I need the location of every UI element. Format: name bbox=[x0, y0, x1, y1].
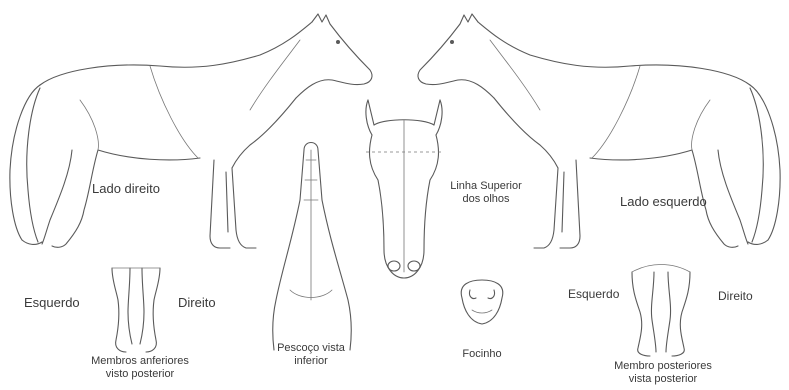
front-legs-posterior-drawing bbox=[112, 268, 160, 352]
muzzle-drawing bbox=[461, 280, 503, 324]
label-eye-line-2: dos olhos bbox=[438, 194, 534, 205]
label-front-left: Esquerdo bbox=[24, 296, 80, 309]
label-front-legs-1: Membros anferiores bbox=[70, 356, 210, 367]
horse-left-side-drawing bbox=[418, 14, 780, 248]
label-right-side: Lado direito bbox=[92, 182, 160, 195]
hind-legs-posterior-drawing bbox=[632, 265, 690, 357]
label-muzzle: Focinho bbox=[440, 349, 524, 360]
label-left-side: Lado esquerdo bbox=[620, 195, 707, 208]
head-front-view-drawing bbox=[366, 100, 442, 278]
label-neck-1: Pescoço vista bbox=[256, 343, 366, 354]
neck-inferior-view-drawing bbox=[273, 143, 352, 351]
label-front-right: Direito bbox=[178, 296, 216, 309]
label-hind-right: Direito bbox=[718, 290, 753, 302]
label-hind-left: Esquerdo bbox=[568, 288, 619, 300]
label-front-legs-2: visto posterior bbox=[70, 369, 210, 380]
label-neck-2: inferior bbox=[256, 356, 366, 367]
label-hind-legs-1: Membro posteriores bbox=[588, 361, 738, 372]
horse-right-side-drawing bbox=[10, 14, 372, 248]
label-hind-legs-2: vista posterior bbox=[588, 374, 738, 385]
label-eye-line-1: Linha Superior bbox=[438, 181, 534, 192]
